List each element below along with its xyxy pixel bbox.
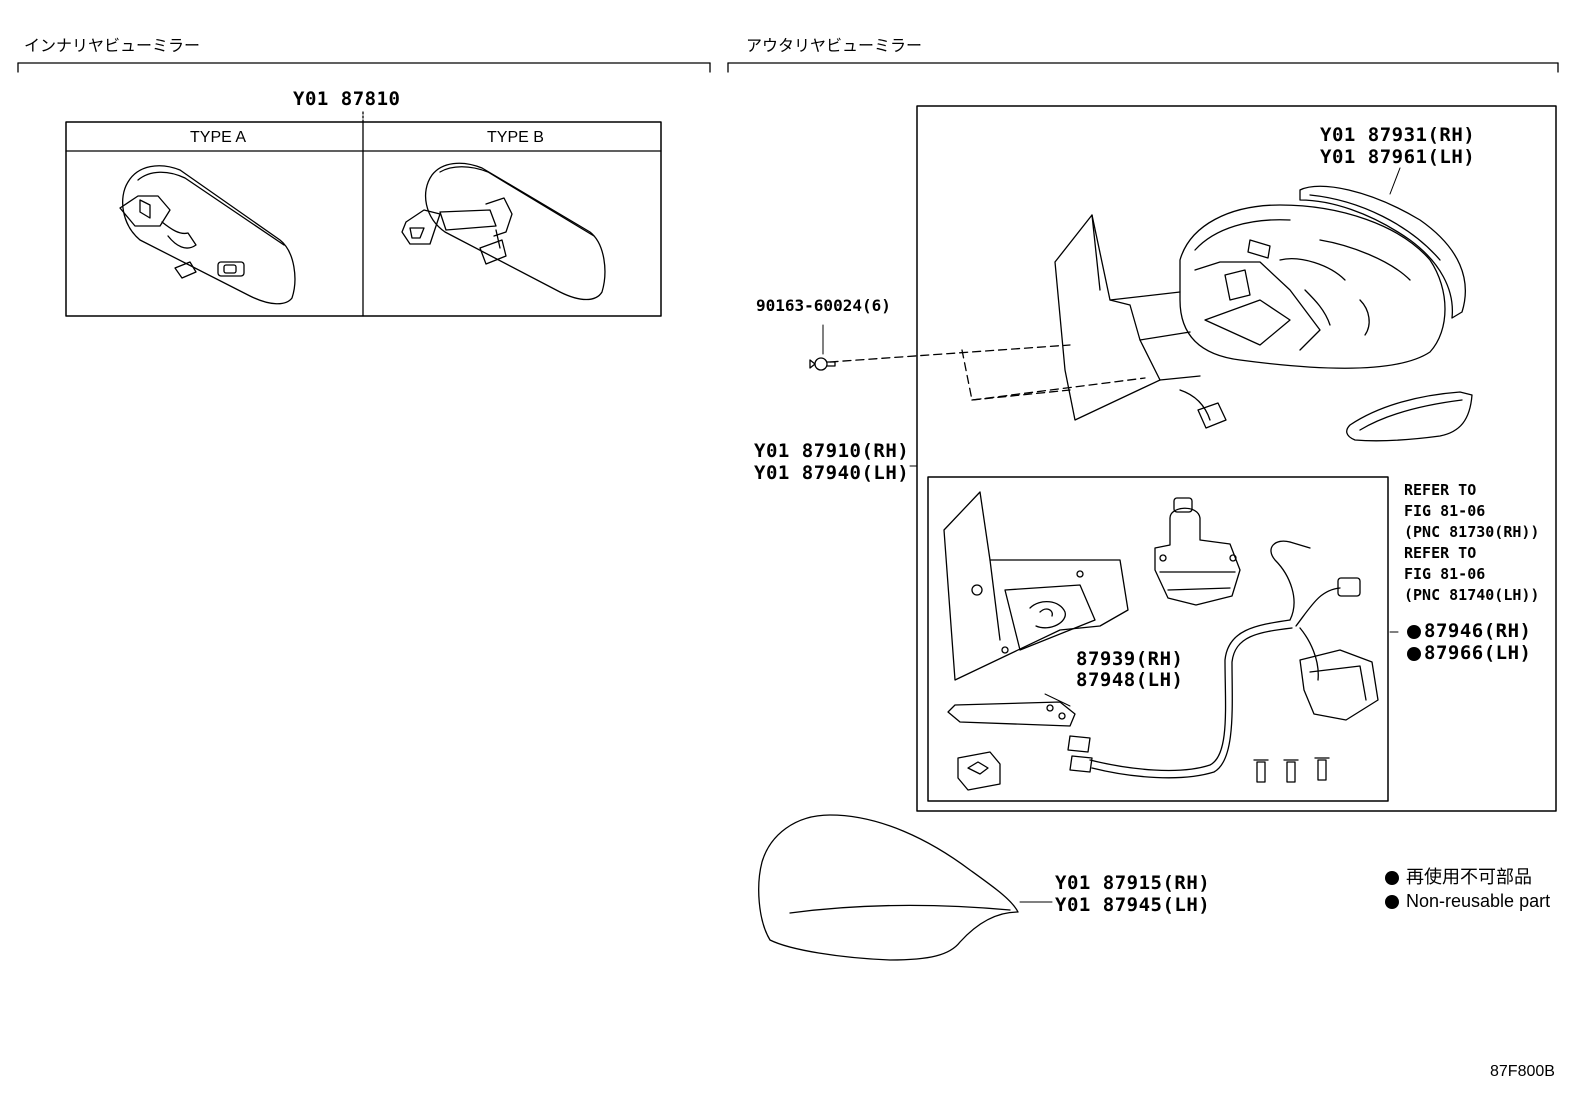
- turn-signal-lens: [1346, 391, 1473, 442]
- wire-harness: [1067, 540, 1379, 779]
- bracket-87939: [947, 701, 1076, 727]
- callout-87946: 87946(RH): [1424, 620, 1532, 642]
- screw-dashed-lines: [829, 344, 1146, 401]
- figure-id: 87F800B: [1490, 1063, 1555, 1080]
- legend-en: Non-reusable part: [1406, 891, 1551, 911]
- refer-line: (PNC 81740(LH)): [1404, 586, 1540, 604]
- refer-line: REFER TO: [1404, 481, 1477, 499]
- refer-line: REFER TO: [1404, 544, 1477, 562]
- refer-line: FIG 81-06: [1404, 502, 1486, 520]
- inner-section-title: インナリヤビューミラー: [24, 36, 201, 55]
- callout-87915: Y01 87915(RH): [1055, 872, 1211, 894]
- clip: [957, 751, 1001, 791]
- legend-bullet-jp: [1385, 871, 1399, 885]
- mirror-cover: [758, 814, 1019, 961]
- leader-lines: [822, 167, 1401, 903]
- callout-87961: Y01 87961(LH): [1320, 146, 1476, 168]
- screw-90163: [809, 357, 836, 371]
- outer-assembly-frame: [916, 105, 1557, 812]
- callout-87931: Y01 87931(RH): [1320, 124, 1476, 146]
- callout-87910: Y01 87910(RH): [754, 440, 910, 462]
- mirror-housing-top: [1299, 185, 1466, 319]
- legend-bullet-en: [1385, 895, 1399, 909]
- type-table: [65, 111, 662, 317]
- bullet-87946: [1407, 625, 1421, 639]
- mirror-base-plate: [1054, 214, 1227, 429]
- callout-87939: 87939(RH): [1076, 648, 1184, 670]
- small-screws: [1253, 757, 1330, 783]
- callout-87966: 87966(LH): [1424, 642, 1532, 664]
- inner-mirror-type-b: [401, 162, 606, 301]
- mirror-actuator: [1154, 497, 1241, 606]
- inner-section-bracket: [17, 62, 711, 73]
- callout-87945: Y01 87945(LH): [1055, 894, 1211, 916]
- inner-mirror-type-a: [119, 165, 296, 305]
- outer-section-title: アウタリヤビューミラー: [746, 36, 923, 55]
- mirror-body: [1179, 204, 1446, 369]
- actuator-plate: [943, 491, 1129, 681]
- refer-note: REFER TO FIG 81-06 (PNC 81730(RH)) REFER…: [1404, 480, 1539, 606]
- type-b-header: TYPE B: [487, 129, 544, 146]
- type-a-header: TYPE A: [190, 129, 247, 146]
- inner-mirror-part-number: Y01 87810: [293, 88, 401, 110]
- legend-jp: 再使用不可部品: [1406, 867, 1532, 887]
- outer-section-bracket: [727, 62, 1559, 73]
- callout-87940: Y01 87940(LH): [754, 462, 910, 484]
- callout-87948: 87948(LH): [1076, 669, 1184, 691]
- refer-line: FIG 81-06: [1404, 565, 1486, 583]
- refer-line: (PNC 81730(RH)): [1404, 523, 1540, 541]
- sub-assembly-frame: [927, 476, 1389, 802]
- bullet-87966: [1407, 647, 1421, 661]
- callout-90163: 90163-60024(6): [756, 296, 891, 315]
